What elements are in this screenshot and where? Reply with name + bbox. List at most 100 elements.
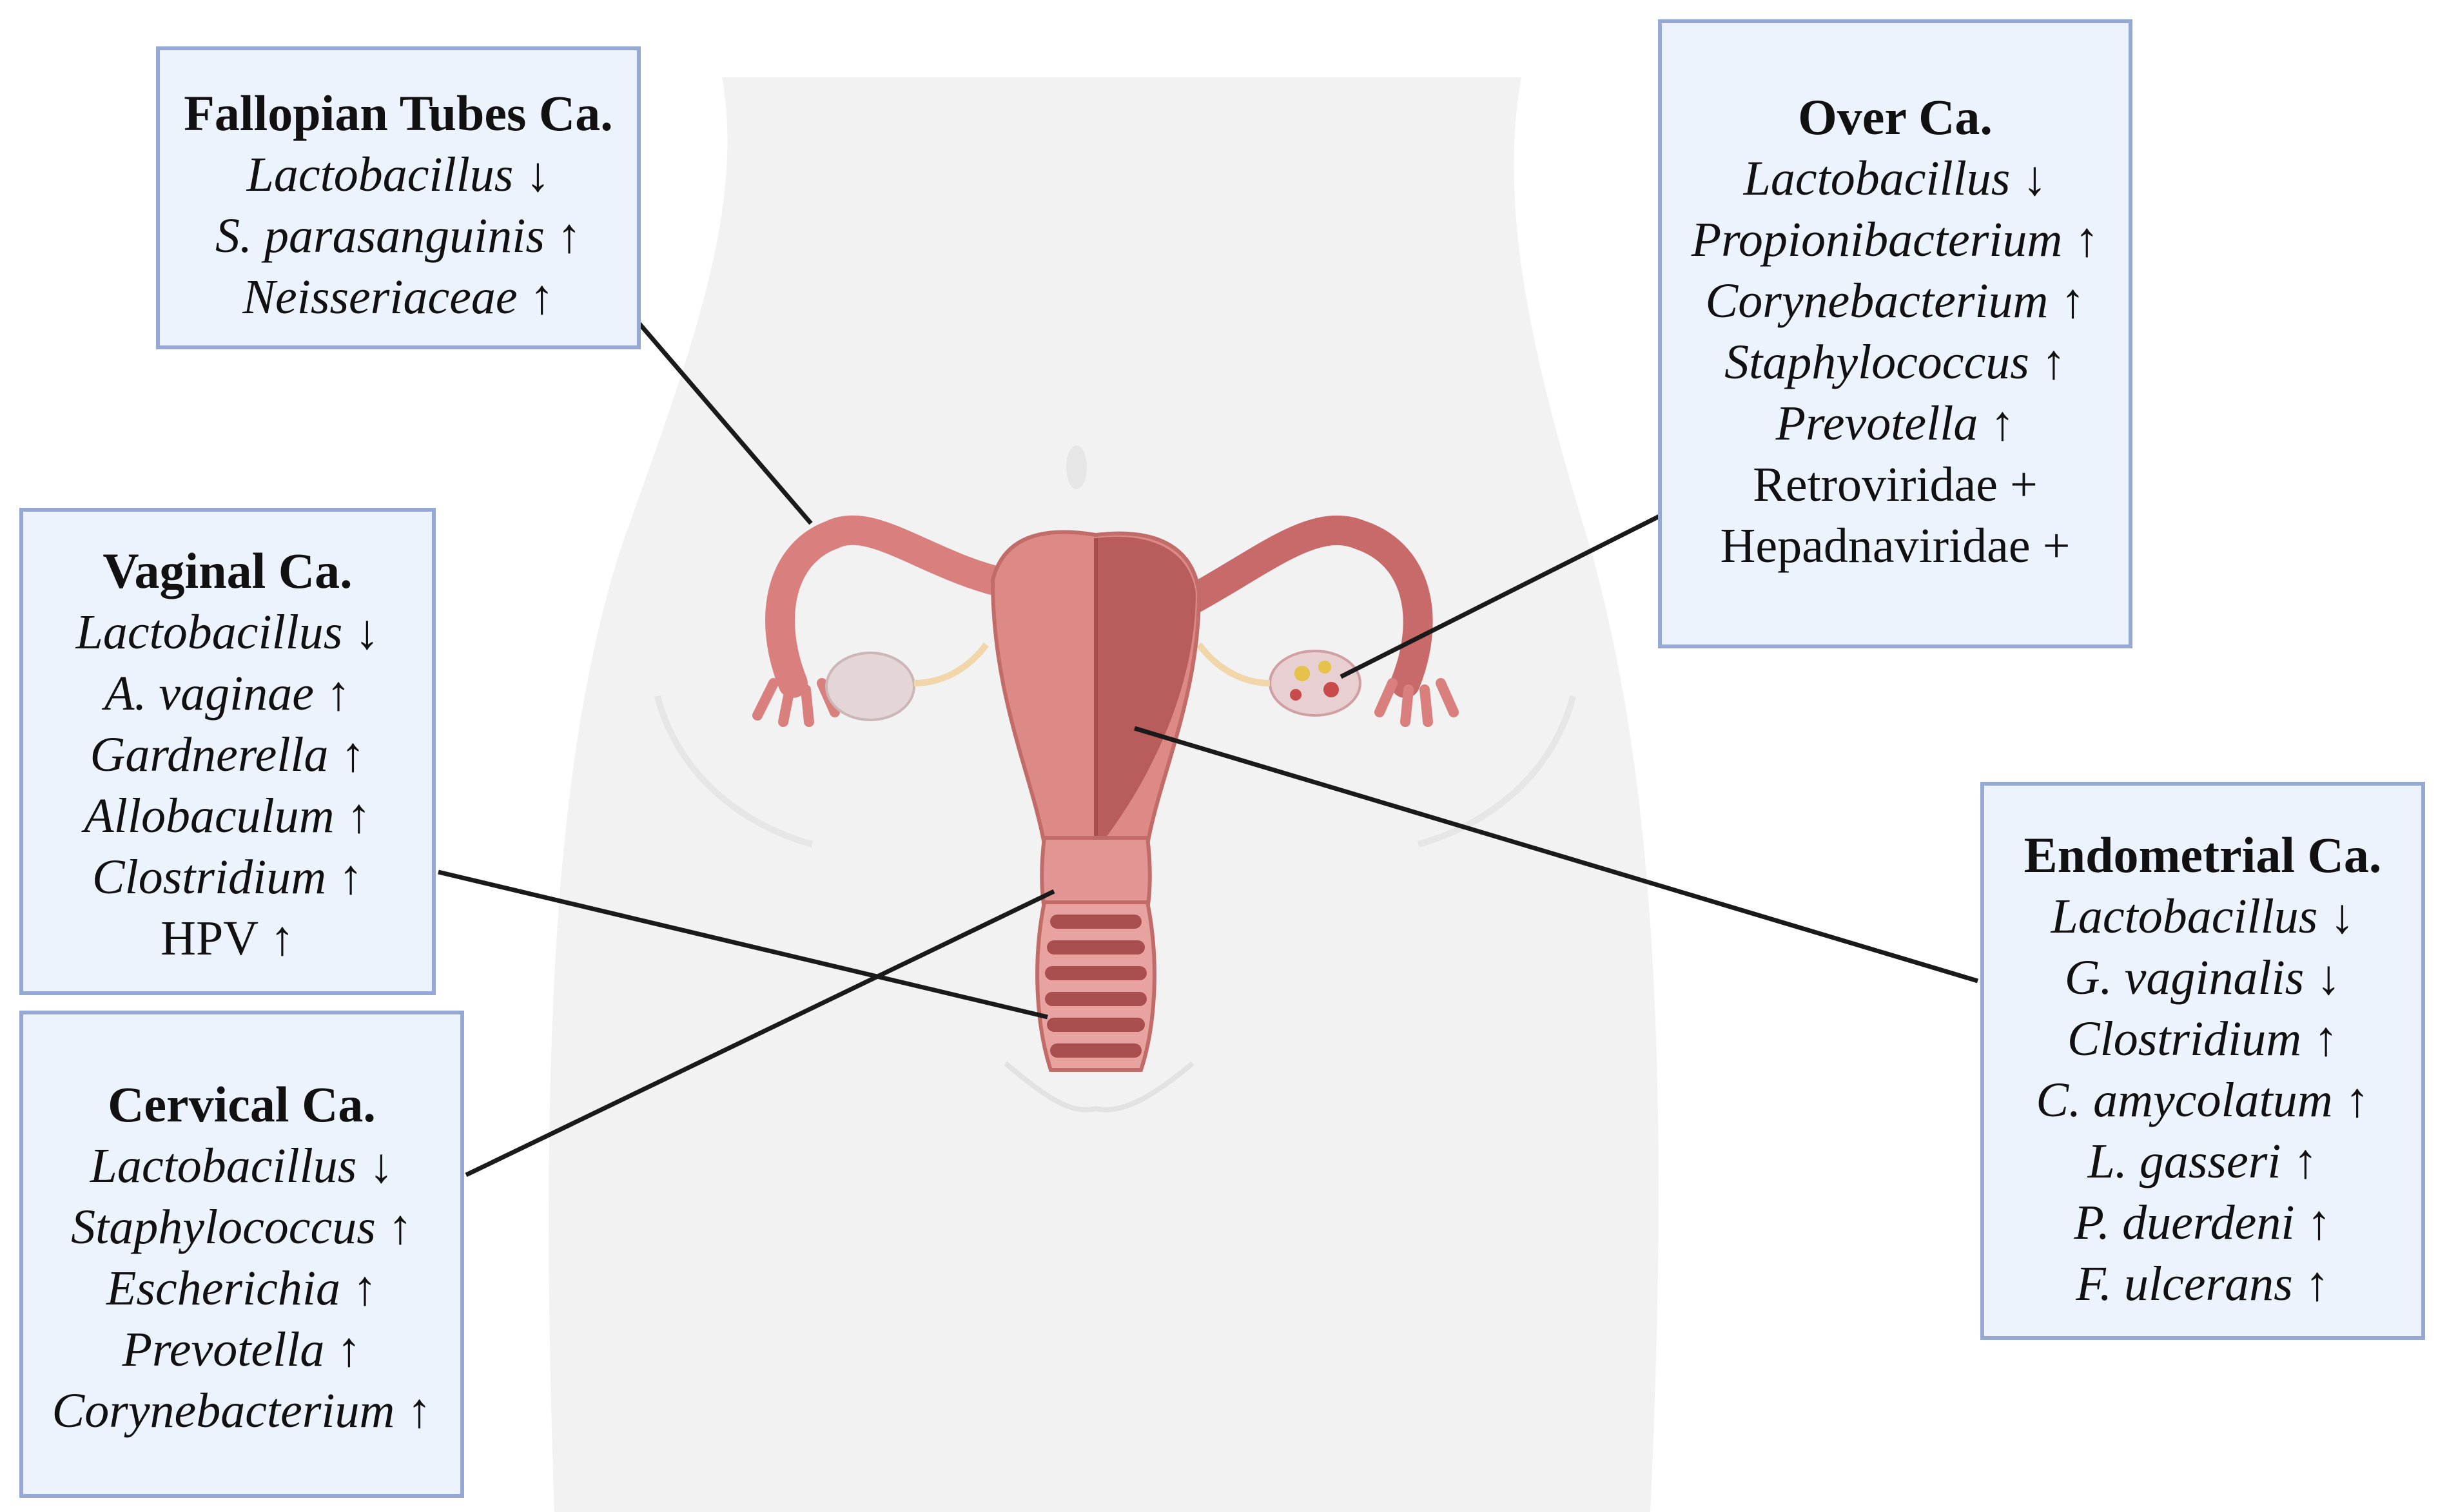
taxon-entry: Prevotella ↑ [1692, 393, 2100, 454]
taxon-entry: Propionibacterium ↑ [1692, 209, 2100, 271]
present-plus-icon: + [2042, 519, 2071, 573]
taxon-entry: Lactobacillus ↓ [2036, 886, 2369, 947]
taxa-list: Lactobacillus ↓S. parasanguinis ↑Neisser… [215, 144, 581, 328]
taxon-name: P. duerdeni [2074, 1196, 2295, 1250]
callout-title: Fallopian Tubes Ca. [184, 85, 613, 141]
increase-arrow-icon: ↑ [2305, 1257, 2330, 1311]
taxon-entry: Allobaculum ↑ [76, 786, 380, 847]
vaginal-rugae [1045, 915, 1147, 1058]
taxon-name: Propionibacterium [1691, 213, 2063, 267]
right-fallopian-tube [1178, 515, 1433, 698]
taxa-list: Lactobacillus ↓A. vaginae ↑Gardnerella ↑… [76, 602, 380, 969]
taxon-name: Neisseriaceae [242, 270, 518, 324]
taxon-entry: Prevotella ↑ [52, 1319, 432, 1381]
cervix [1040, 836, 1152, 911]
taxon-name: Retroviridae [1753, 458, 1998, 512]
leader-line-vaginal [438, 869, 1048, 1020]
leg-divide [1004, 1061, 1195, 1112]
taxon-entry: Lactobacillus ↓ [52, 1136, 432, 1197]
taxon-entry: C. amycolatum ↑ [2036, 1070, 2369, 1131]
hip-line-right [1417, 695, 1576, 848]
navel [1066, 445, 1087, 489]
callout-fallopian-tubes: Fallopian Tubes Ca. Lactobacillus ↓S. pa… [156, 46, 641, 349]
left-fallopian-tube [765, 515, 1008, 698]
callout-title: Endometrial Ca. [2024, 827, 2382, 883]
increase-arrow-icon: ↑ [326, 666, 351, 721]
taxon-entry: Corynebacterium ↑ [1692, 271, 2100, 332]
taxon-entry: Lactobacillus ↓ [1692, 148, 2100, 209]
taxon-name: F. ulcerans [2076, 1257, 2293, 1311]
taxon-name: Clostridium [2067, 1012, 2302, 1066]
taxon-entry: Lactobacillus ↓ [215, 144, 581, 206]
decrease-arrow-icon: ↓ [2330, 889, 2355, 944]
leader-line-fallopian [636, 320, 813, 525]
right-ovary [1269, 650, 1361, 717]
increase-arrow-icon: ↑ [2345, 1073, 2370, 1127]
taxon-name: Prevotella [1775, 396, 1978, 451]
leader-line-endometrial [1133, 726, 1979, 984]
taxon-name: Clostridium [92, 850, 327, 904]
taxon-entry: Corynebacterium ↑ [52, 1381, 432, 1442]
taxa-list: Lactobacillus ↓G. vaginalis ↓Clostridium… [2036, 886, 2369, 1315]
taxon-entry: Neisseriaceae ↑ [215, 267, 581, 328]
taxon-entry: Retroviridae + [1692, 454, 2100, 516]
increase-arrow-icon: ↑ [269, 911, 295, 965]
taxon-name: S. parasanguinis [215, 209, 545, 263]
callout-endometrial: Endometrial Ca. Lactobacillus ↓G. vagina… [1980, 782, 2425, 1340]
increase-arrow-icon: ↑ [2060, 274, 2085, 328]
taxon-name: Allobaculum [84, 789, 335, 843]
callout-title: Vaginal Ca. [102, 543, 353, 599]
left-ovary [825, 652, 915, 721]
taxon-name: Staphylococcus [1724, 335, 2029, 389]
increase-arrow-icon: ↑ [2314, 1012, 2339, 1066]
increase-arrow-icon: ↑ [529, 270, 554, 324]
taxon-entry: L. gasseri ↑ [2036, 1131, 2369, 1192]
increase-arrow-icon: ↑ [2293, 1134, 2318, 1188]
taxon-name: Lactobacillus [2051, 889, 2318, 944]
increase-arrow-icon: ↑ [346, 789, 371, 843]
taxon-name: Hepadnaviridae [1720, 519, 2031, 573]
taxon-name: HPV [161, 911, 258, 965]
taxon-name: Staphylococcus [71, 1200, 376, 1254]
increase-arrow-icon: ↑ [2041, 335, 2066, 389]
taxon-name: L. gasseri [2087, 1134, 2281, 1188]
increase-arrow-icon: ↑ [340, 728, 366, 782]
decrease-arrow-icon: ↓ [355, 605, 380, 659]
taxon-name: Lactobacillus [75, 605, 343, 659]
increase-arrow-icon: ↑ [336, 1323, 362, 1377]
uterus-cavity [1096, 536, 1196, 838]
increase-arrow-icon: ↑ [338, 850, 364, 904]
increase-arrow-icon: ↑ [407, 1384, 432, 1438]
increase-arrow-icon: ↑ [1990, 396, 2015, 451]
increase-arrow-icon: ↑ [2306, 1196, 2332, 1250]
taxon-entry: Hepadnaviridae + [1692, 516, 2100, 577]
increase-arrow-icon: ↑ [353, 1261, 377, 1315]
taxa-list: Lactobacillus ↓Staphylococcus ↑Escherich… [52, 1136, 432, 1442]
hip-line-left [654, 695, 814, 848]
taxon-entry: Gardnerella ↑ [76, 724, 380, 786]
increase-arrow-icon: ↑ [556, 209, 581, 263]
taxon-name: Escherichia [106, 1261, 340, 1315]
taxon-entry: HPV ↑ [76, 908, 380, 969]
increase-arrow-icon: ↑ [387, 1200, 413, 1254]
increase-arrow-icon: ↑ [2074, 213, 2100, 267]
leader-line-ovary [1340, 513, 1662, 679]
taxon-name: Gardnerella [90, 728, 329, 782]
callout-cervical: Cervical Ca. Lactobacillus ↓Staphylococc… [19, 1011, 464, 1498]
decrease-arrow-icon: ↓ [369, 1139, 394, 1193]
taxon-entry: F. ulcerans ↑ [2036, 1254, 2369, 1315]
decrease-arrow-icon: ↓ [525, 148, 551, 202]
taxon-name: Lactobacillus [1743, 151, 2011, 206]
taxon-name: Lactobacillus [246, 148, 514, 202]
taxon-entry: G. vaginalis ↓ [2036, 947, 2369, 1009]
taxon-entry: Staphylococcus ↑ [52, 1197, 432, 1258]
taxon-entry: Escherichia ↑ [52, 1258, 432, 1319]
taxon-entry: S. parasanguinis ↑ [215, 206, 581, 267]
taxon-entry: P. duerdeni ↑ [2036, 1192, 2369, 1254]
taxon-entry: A. vaginae ↑ [76, 663, 380, 724]
taxon-entry: Clostridium ↑ [2036, 1009, 2369, 1070]
callout-title: Cervical Ca. [108, 1076, 376, 1132]
taxon-name: Corynebacterium [1705, 274, 2049, 328]
